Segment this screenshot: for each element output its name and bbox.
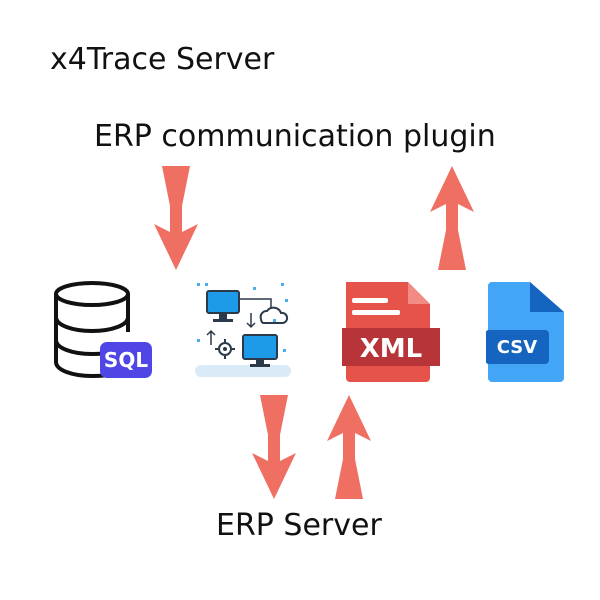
xml-badge-label: XML bbox=[360, 334, 423, 364]
computer-network-icon bbox=[193, 279, 293, 379]
csv-badge-label: CSV bbox=[497, 337, 538, 358]
sql-badge-label: SQL bbox=[104, 348, 148, 372]
csv-file-icon: CSV bbox=[486, 282, 564, 382]
plugin-title: ERP communication plugin bbox=[94, 119, 496, 154]
database-sql-icon: SQL bbox=[54, 281, 152, 379]
xml-file-icon: XML bbox=[342, 282, 440, 382]
up-arrow-erp-icon bbox=[327, 395, 371, 499]
server-title: x4Trace Server bbox=[50, 42, 275, 77]
down-arrow-erp-icon bbox=[252, 395, 296, 499]
up-arrow-right-icon bbox=[430, 166, 474, 270]
down-arrow-left-icon bbox=[154, 166, 198, 270]
erp-server-title: ERP Server bbox=[216, 508, 382, 543]
